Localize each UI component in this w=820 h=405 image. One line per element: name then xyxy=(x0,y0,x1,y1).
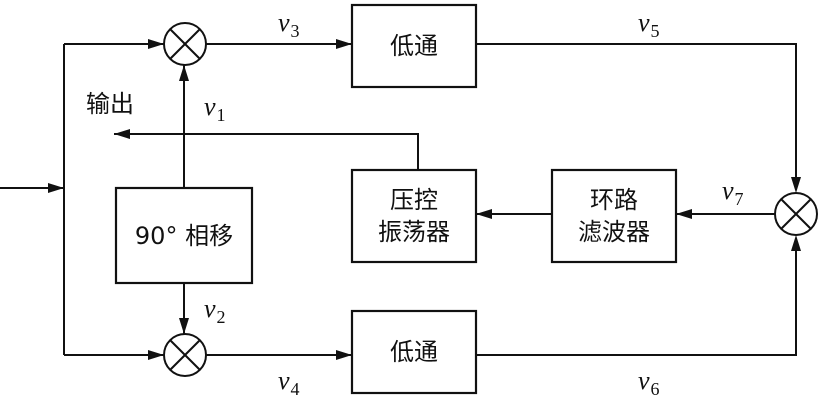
mixer-bottom-cross-2 xyxy=(169,339,201,371)
mixer-bottom-input-arrow xyxy=(148,350,164,360)
lowpass-top-box xyxy=(350,3,478,89)
mixer-top-cross-2 xyxy=(169,28,201,60)
v6-arrow xyxy=(791,235,801,251)
vco-box xyxy=(350,168,478,264)
input-arrow xyxy=(48,183,64,193)
loop-filter-label: 环路 滤波器 xyxy=(578,184,650,248)
v2-arrow xyxy=(179,318,189,334)
v5-arrow xyxy=(791,177,801,193)
phase-shift-label: 90° 相移 xyxy=(134,222,234,250)
vco-label: 压控 振荡器 xyxy=(378,184,450,248)
output-label: 输出 xyxy=(86,90,134,118)
loop-filter-label-line-2: 滤波器 xyxy=(578,218,650,246)
signal-v3-label: v3 xyxy=(278,8,300,41)
lowpass-top-label: 低通 xyxy=(390,32,438,60)
lowpass-bottom-label: 低通 xyxy=(390,338,438,366)
output-arrow xyxy=(114,129,130,139)
v5-line xyxy=(476,43,797,177)
loop-filter-label-line-1: 环路 xyxy=(590,186,638,214)
mixer-right-cross-2 xyxy=(780,198,812,230)
signal-v2-label: v2 xyxy=(204,294,226,327)
vco-label-line-1: 压控 xyxy=(390,186,438,214)
mixer-top-input-arrow xyxy=(148,39,164,49)
signal-v5-label: v5 xyxy=(638,8,660,41)
lowpass-bottom-box xyxy=(350,309,478,395)
vco-label-line-2: 振荡器 xyxy=(378,218,450,246)
v4-arrow xyxy=(336,350,352,360)
vco-output-line xyxy=(114,133,419,170)
filter-to-vco-arrow xyxy=(476,209,492,219)
v3-arrow xyxy=(336,39,352,49)
signal-v6-label: v6 xyxy=(638,366,660,399)
signal-v7-label: v7 xyxy=(722,176,744,209)
v6-line xyxy=(476,251,797,356)
v7-arrow xyxy=(676,209,692,219)
loop-filter-box xyxy=(550,168,678,264)
v1-arrow xyxy=(179,65,189,81)
signal-v1-label: v1 xyxy=(204,92,226,125)
signal-v4-label: v4 xyxy=(278,366,300,399)
